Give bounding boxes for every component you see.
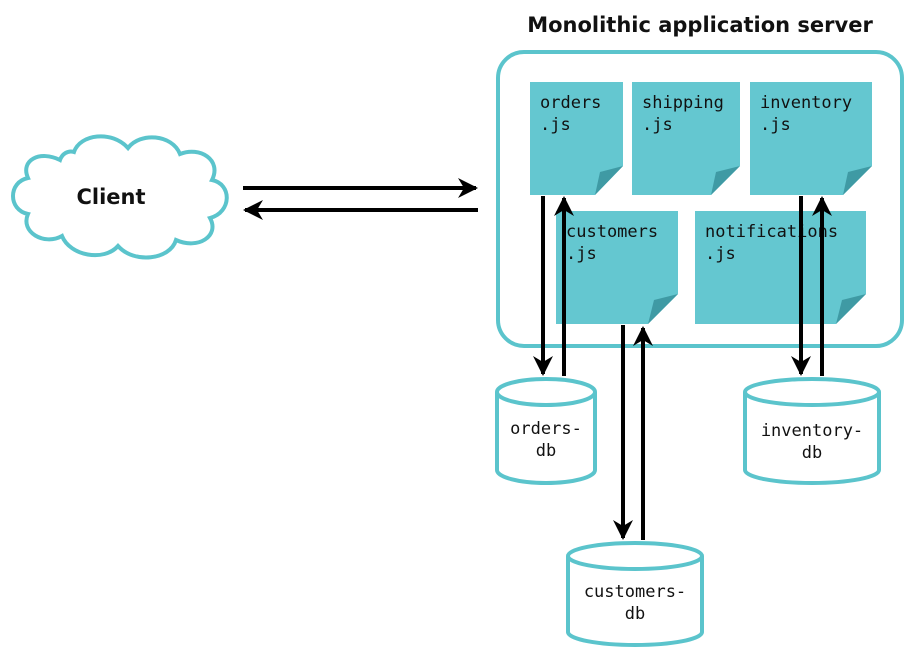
file-customers-js: customers .js	[556, 211, 678, 324]
file-shipping-body	[632, 82, 740, 195]
file-shipping-js: shipping .js	[632, 82, 740, 195]
file-notifications-ext: .js	[705, 244, 736, 264]
database-customers-db: customers- db	[566, 541, 704, 647]
inventory-db-body	[743, 392, 881, 485]
file-inventory-ext: .js	[760, 115, 791, 135]
server-container	[496, 50, 904, 348]
file-inventory-body	[750, 82, 872, 195]
file-inventory-js: inventory .js	[750, 82, 872, 195]
file-shipping-name: shipping	[642, 93, 724, 113]
file-customers-name: customers	[566, 222, 658, 242]
orders-db-label-line2: db	[536, 441, 556, 461]
file-notifications-fold-icon	[836, 294, 866, 324]
customers-db-top	[566, 541, 704, 571]
file-inventory-fold-icon	[843, 166, 872, 195]
customers-db-label-line2: db	[625, 604, 645, 624]
file-customers-ext: .js	[566, 244, 597, 264]
file-shipping-fold-icon	[711, 166, 740, 195]
file-shipping-ext: .js	[642, 115, 673, 135]
file-notifications-js: notifications .js	[695, 211, 866, 324]
diagram-title: Monolithic application server	[527, 13, 873, 37]
orders-db-body	[495, 392, 597, 485]
orders-db-top	[495, 377, 597, 407]
customers-db-body	[566, 556, 704, 647]
inventory-db-label-line1: inventory-	[761, 421, 863, 441]
file-orders-name: orders	[540, 93, 601, 113]
file-customers-body	[556, 211, 678, 324]
file-orders-body	[530, 82, 623, 195]
client-label: Client	[76, 185, 145, 209]
database-orders-db: orders- db	[495, 377, 597, 485]
inventory-db-top	[743, 377, 881, 407]
file-notifications-name: notifications	[705, 222, 838, 242]
file-orders-ext: .js	[540, 115, 571, 135]
orders-db-label-line1: orders-	[510, 419, 582, 439]
client-cloud: Client	[11, 134, 229, 260]
file-inventory-name: inventory	[760, 93, 852, 113]
inventory-db-label-line2: db	[802, 443, 822, 463]
file-orders-fold-icon	[595, 166, 623, 195]
file-orders-js: orders .js	[530, 82, 623, 195]
database-inventory-db: inventory- db	[743, 377, 881, 485]
customers-db-label-line1: customers-	[584, 582, 686, 602]
file-customers-fold-icon	[648, 294, 678, 324]
cloud-shape-icon	[11, 134, 229, 260]
